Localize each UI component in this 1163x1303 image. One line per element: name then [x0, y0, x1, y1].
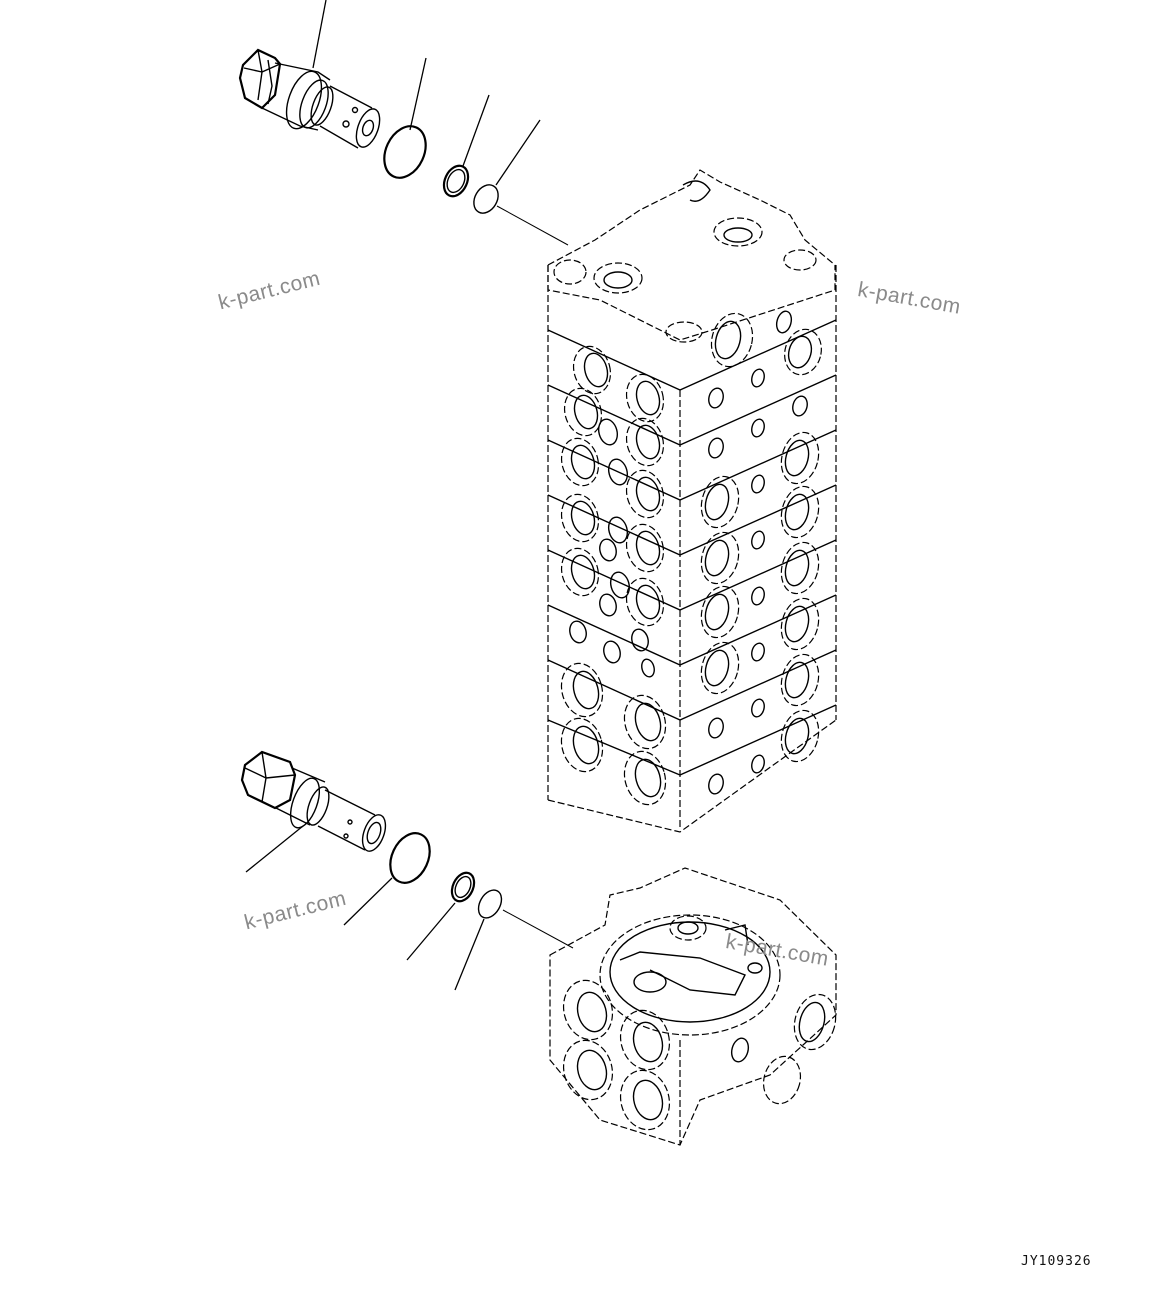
valve-body-stack[interactable]: [547, 169, 837, 833]
leader-line: [245, 825, 304, 873]
upper-relief-valve[interactable]: [238, 48, 384, 150]
lower-oring-small[interactable]: [474, 886, 506, 922]
leader-line: [496, 205, 569, 246]
drawing-code: JY109326: [1021, 1254, 1092, 1269]
leader-line: [343, 877, 393, 926]
lower-oring-large[interactable]: [383, 827, 438, 889]
lower-backup-ring[interactable]: [448, 869, 479, 905]
leader-line: [462, 94, 490, 167]
leader-line: [495, 119, 541, 186]
leader-line: [409, 57, 427, 131]
leader-line: [406, 902, 456, 961]
leader-line: [454, 918, 485, 991]
leader-line: [312, 0, 327, 69]
upper-oring-large[interactable]: [376, 119, 433, 184]
upper-oring-small[interactable]: [469, 181, 503, 218]
valve-end-section[interactable]: [549, 867, 842, 1146]
leader-line: [502, 909, 574, 949]
lower-relief-valve[interactable]: [240, 750, 390, 854]
upper-backup-ring[interactable]: [439, 162, 472, 200]
